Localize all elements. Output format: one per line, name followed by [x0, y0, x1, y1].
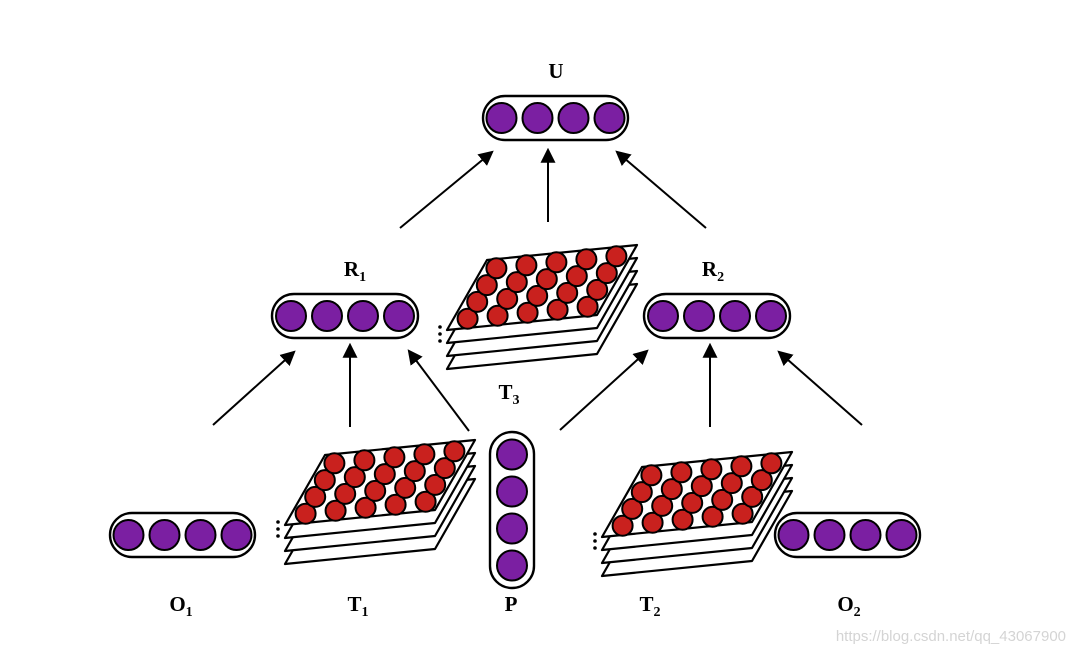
unit-circle: [148, 519, 181, 551]
vector-capsule: [108, 511, 257, 559]
node-R1: [270, 292, 420, 340]
unit-circle: [311, 300, 343, 332]
node-U: [481, 94, 630, 142]
node-T3: [437, 243, 639, 371]
unit-circle: [719, 300, 751, 332]
node-O2: [773, 511, 922, 559]
unit-circle: [885, 519, 918, 551]
unit-circle: [496, 475, 528, 508]
unit-circle: [755, 300, 787, 332]
label-R1: R1: [344, 257, 366, 285]
unit-circle: [521, 102, 554, 134]
edge-P-R2: [559, 349, 649, 431]
unit-circle: [683, 300, 715, 332]
unit-circle: [557, 102, 590, 134]
unit-circle: [496, 512, 528, 545]
vector-capsule: [773, 511, 922, 559]
unit-circle: [347, 300, 379, 332]
unit-circle: [496, 438, 528, 471]
unit-circle: [112, 519, 145, 551]
unit-circle: [220, 519, 253, 551]
edge-R1-U: [399, 150, 494, 229]
watermark-text: https://blog.csdn.net/qq_43067900: [836, 628, 1066, 645]
unit-circle: [593, 102, 626, 134]
vector-capsule: [488, 430, 536, 590]
vector-capsule: [270, 292, 420, 340]
node-T2: [592, 450, 794, 578]
vector-capsule: [642, 292, 792, 340]
edges-layer: [212, 147, 863, 432]
label-O1: O1: [169, 592, 192, 620]
edge-P-R1: [407, 349, 470, 432]
edge-O1-R1: [212, 350, 296, 426]
node-O1: [108, 511, 257, 559]
label-P: P: [505, 592, 518, 616]
unit-circle: [813, 519, 846, 551]
unit-circle: [184, 519, 217, 551]
label-T2: T2: [639, 592, 660, 620]
unit-circle: [485, 102, 518, 134]
unit-circle: [647, 300, 679, 332]
label-U: U: [548, 59, 563, 83]
edge-O2-R2: [777, 350, 863, 426]
unit-circle: [849, 519, 882, 551]
node-T1: [275, 438, 477, 566]
unit-circle: [496, 549, 528, 582]
unit-circle: [777, 519, 810, 551]
edge-R2-U: [615, 150, 707, 229]
node-R2: [642, 292, 792, 340]
vector-capsule: [481, 94, 630, 142]
label-R2: R2: [702, 257, 724, 285]
label-T3: T3: [498, 380, 519, 408]
unit-circle: [275, 300, 307, 332]
node-P: [488, 430, 536, 590]
label-O2: O2: [837, 592, 860, 620]
label-T1: T1: [347, 592, 368, 620]
unit-circle: [383, 300, 415, 332]
